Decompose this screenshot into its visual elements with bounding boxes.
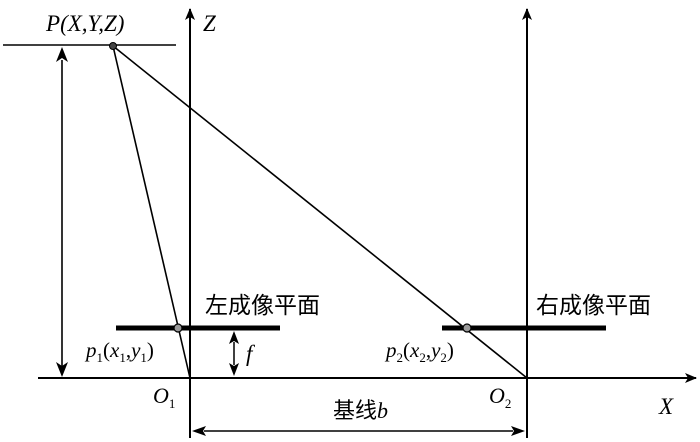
label-o1: O1: [153, 383, 175, 411]
baseline-arrow-head-left: [192, 426, 206, 436]
focal-arrow-head-bottom: [229, 363, 239, 376]
label-o2: O2: [489, 383, 511, 411]
label-point-P: P(X,Y,Z): [45, 11, 124, 36]
label-x-axis: X: [658, 394, 674, 419]
label-p2: p2(x2,y2): [384, 338, 454, 365]
point-p2: [462, 323, 472, 333]
label-baseline: 基线b: [333, 398, 388, 424]
baseline-arrow-head-right: [511, 426, 525, 436]
focal-arrow-head-top: [229, 331, 239, 344]
label-right-image-plane: 右成像平面: [536, 293, 651, 319]
depth-arrow-head-bottom: [56, 362, 68, 377]
point-p1: [173, 323, 183, 333]
point-P: [109, 42, 117, 50]
label-p1: p1(x1,y1): [84, 338, 154, 365]
ray-to-o2: [112, 45, 528, 379]
label-focal-length: f: [246, 341, 256, 366]
depth-arrow-head-top: [56, 47, 68, 62]
ray-to-o1: [112, 45, 191, 379]
label-z-axis: Z: [203, 11, 216, 36]
label-left-image-plane: 左成像平面: [205, 293, 320, 319]
